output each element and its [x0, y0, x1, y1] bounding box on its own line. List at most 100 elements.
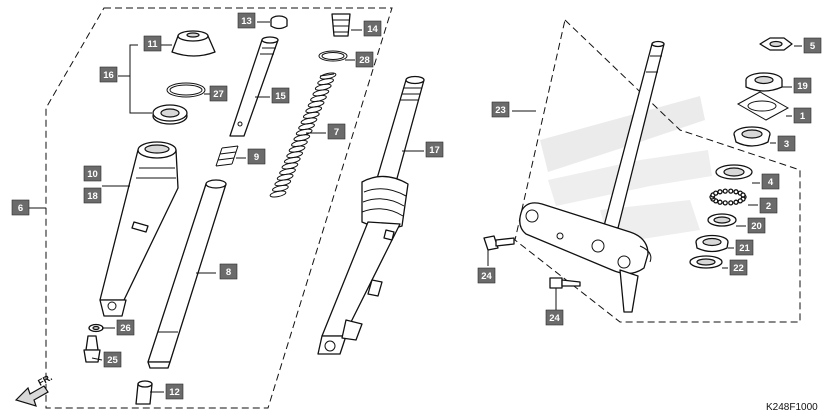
callout-label-c3: 3: [784, 139, 789, 150]
part-seat-12: [135, 380, 153, 405]
callout-label-c20: 20: [751, 221, 762, 232]
callout-label-c7: 7: [334, 127, 339, 138]
part-fork-spring-7: [269, 72, 337, 198]
callout-box-c4: [761, 173, 780, 190]
part-fork-slider-10: [99, 141, 179, 317]
callout-label-c21: 21: [739, 243, 750, 254]
part-nut-19: [745, 72, 783, 92]
part-bearing-balls-2: [709, 188, 747, 206]
part-dust-seal-11: [171, 30, 216, 57]
bearing-ball: [722, 200, 728, 206]
callout-label-c11: 11: [147, 39, 158, 50]
bearing-ball: [713, 190, 719, 196]
part-oil-seal-16: [152, 104, 188, 125]
callout-label-c22: 22: [733, 263, 744, 274]
group-boundaries: [45, 7, 801, 409]
part-stem-23: [519, 40, 665, 313]
callout-box-c14: [363, 20, 382, 37]
callout-box-c8: [219, 263, 238, 280]
callout-box-c7: [327, 123, 346, 140]
part-washer-26: [88, 323, 104, 333]
bearing-ball: [737, 198, 743, 204]
callout-label-c25: 25: [107, 355, 118, 366]
callout-label-c26: 26: [120, 323, 131, 334]
callout-label-c6: 6: [18, 203, 23, 214]
front-direction-arrow: FR.: [14, 372, 54, 407]
part-spring-9: [215, 145, 239, 167]
callout-label-c18: 18: [87, 191, 98, 202]
callout-label-c24a: 24: [481, 271, 492, 282]
callout-box-c19: [793, 77, 812, 94]
callout-label-c16: 16: [103, 70, 114, 81]
part-race-21: [695, 234, 729, 253]
part-fork-pipe-8: [147, 179, 227, 369]
part-fork-pipe-15: [229, 36, 279, 137]
callout-box-c27: [209, 85, 228, 102]
spring-coil: [269, 190, 287, 198]
callout-box-c13: [237, 12, 256, 29]
callout-box-c25: [103, 351, 122, 368]
callout-label-c27: 27: [213, 89, 224, 100]
bearing-ball: [733, 199, 739, 205]
bearing-ball: [733, 189, 739, 195]
callout-label-c14: 14: [367, 24, 378, 35]
callout-box-c28: [355, 51, 374, 68]
callout-label-c8: 8: [226, 267, 231, 278]
part-bolt-24a: [483, 235, 515, 251]
callout-label-c24b: 24: [549, 313, 560, 324]
part-fork-assembly-17: [317, 75, 425, 355]
callout-box-c24b: [545, 309, 564, 326]
callout-box-c9: [247, 148, 266, 165]
callout-box-c22: [729, 259, 748, 276]
bearing-ball: [728, 200, 734, 206]
bearing-ball: [722, 188, 728, 194]
callout-label-c15: 15: [275, 91, 286, 102]
callout-label-c4: 4: [768, 177, 774, 188]
part-seal-22: [689, 255, 723, 269]
steering-stem-boundary: [514, 19, 801, 323]
callout-box-c18: [83, 187, 102, 204]
part-race-4: [715, 164, 753, 180]
direction-label: FR.: [36, 372, 53, 388]
callout-label-c23: 23: [495, 105, 506, 116]
bearing-ball: [717, 189, 723, 195]
callout-label-c12: 12: [169, 387, 180, 398]
bearing-ball: [717, 199, 723, 205]
part-race-20: [707, 213, 737, 227]
part-o-ring-28: [318, 50, 348, 62]
callout-label-c9: 9: [254, 152, 259, 163]
leader-lines: [20, 21, 802, 393]
callout-box-c2: [759, 197, 778, 214]
callout-label-c19: 19: [797, 81, 808, 92]
callout-box-c15: [271, 87, 290, 104]
part-race-3: [733, 126, 771, 147]
part-collar-13: [270, 15, 288, 30]
callout-box-c12: [165, 383, 184, 400]
callout-label-c5: 5: [810, 41, 816, 52]
callout-box-c20: [747, 217, 766, 234]
part-stopper-ring-27: [166, 82, 206, 98]
callout-box-c21: [735, 239, 754, 256]
part-washer-1: [736, 91, 790, 121]
drawing-code: K248F1000: [766, 402, 818, 413]
callout-box-c23: [491, 101, 510, 118]
callout-box-c1: [793, 107, 812, 124]
callout-box-c11: [143, 35, 162, 52]
callout-label-c28: 28: [359, 55, 370, 66]
callout-box-c5: [803, 37, 822, 54]
callout-label-c2: 2: [766, 201, 771, 212]
callout-label-c17: 17: [429, 145, 440, 156]
bearing-ball: [740, 192, 746, 198]
part-bolt-24b: [549, 277, 581, 289]
left-fork-boundary: [45, 7, 393, 409]
callout-box-c26: [116, 319, 135, 336]
callout-box-c3: [777, 135, 796, 152]
part-bolt-14: [331, 13, 351, 37]
callout-box-c16: [99, 66, 118, 83]
callout-box-c17: [425, 141, 444, 158]
callout-label-c1: 1: [800, 111, 806, 122]
callout-label-c13: 13: [241, 16, 252, 27]
bearing-ball: [728, 188, 734, 194]
